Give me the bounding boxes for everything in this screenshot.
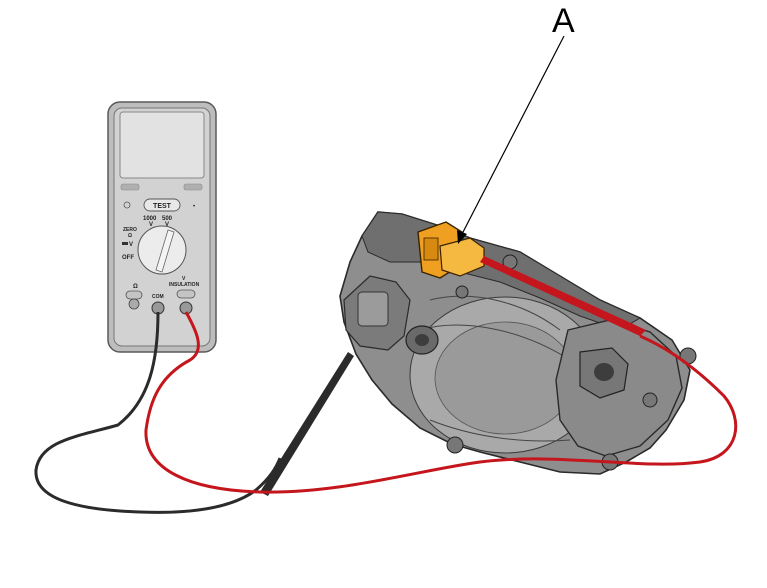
zero-ohm-label: Ω xyxy=(128,233,132,239)
compressor-body-ring xyxy=(434,321,576,435)
high-voltage-connector-a xyxy=(417,221,485,279)
range-500-unit: V xyxy=(165,222,169,228)
zero-label: ZERO xyxy=(123,227,137,233)
battery-icon xyxy=(122,242,128,245)
ohm-jack-socket xyxy=(125,290,143,300)
black-test-lead xyxy=(34,311,282,514)
test-button-label: TEST xyxy=(153,203,172,210)
connector-latch xyxy=(423,237,439,261)
indicator-mark: • xyxy=(193,204,195,210)
volt-dial-label: V xyxy=(129,242,133,248)
range-1000-unit: V xyxy=(149,222,153,228)
electric-compressor xyxy=(339,211,697,475)
meter-screen xyxy=(119,111,205,179)
red-test-lead xyxy=(144,311,738,494)
v-jack-label: V xyxy=(182,276,186,282)
meter-key-right xyxy=(183,183,203,191)
compressor-rib xyxy=(429,295,561,331)
off-label: OFF xyxy=(122,255,134,261)
mounting-bolt xyxy=(446,436,464,454)
compressor-rib xyxy=(429,419,571,442)
ohm-jack xyxy=(128,298,140,310)
range-1000-label: 1000 xyxy=(143,216,157,222)
range-500-label: 500 xyxy=(162,216,173,222)
dial-knob-pointer xyxy=(155,229,175,273)
callout-leader-line xyxy=(460,35,565,237)
insulation-jack-socket xyxy=(176,289,196,299)
com-jack-label: COM xyxy=(152,294,164,300)
insulation-jack-label: INSULATION xyxy=(169,282,200,288)
connector-plug xyxy=(439,237,485,277)
black-probe xyxy=(260,352,354,496)
ohm-jack-label: Ω xyxy=(133,284,138,290)
mounting-bolt xyxy=(642,392,658,408)
red-probe xyxy=(480,256,646,336)
compressor-port-left-hole xyxy=(415,334,429,346)
meter-key-left xyxy=(120,183,140,191)
insulation-multimeter: TEST • 1000 V 500 V ZERO Ω V OFF Ω COM V… xyxy=(107,101,217,353)
inverter-cover xyxy=(357,291,389,327)
mounting-bolt xyxy=(455,285,469,299)
compressor-rib xyxy=(419,324,571,361)
compressor-port-right-hole xyxy=(594,363,614,381)
callout-arrowhead xyxy=(457,230,467,244)
meter-test-button xyxy=(143,198,181,212)
callout-label-a: A xyxy=(552,2,575,40)
backlight-icon xyxy=(123,201,131,209)
